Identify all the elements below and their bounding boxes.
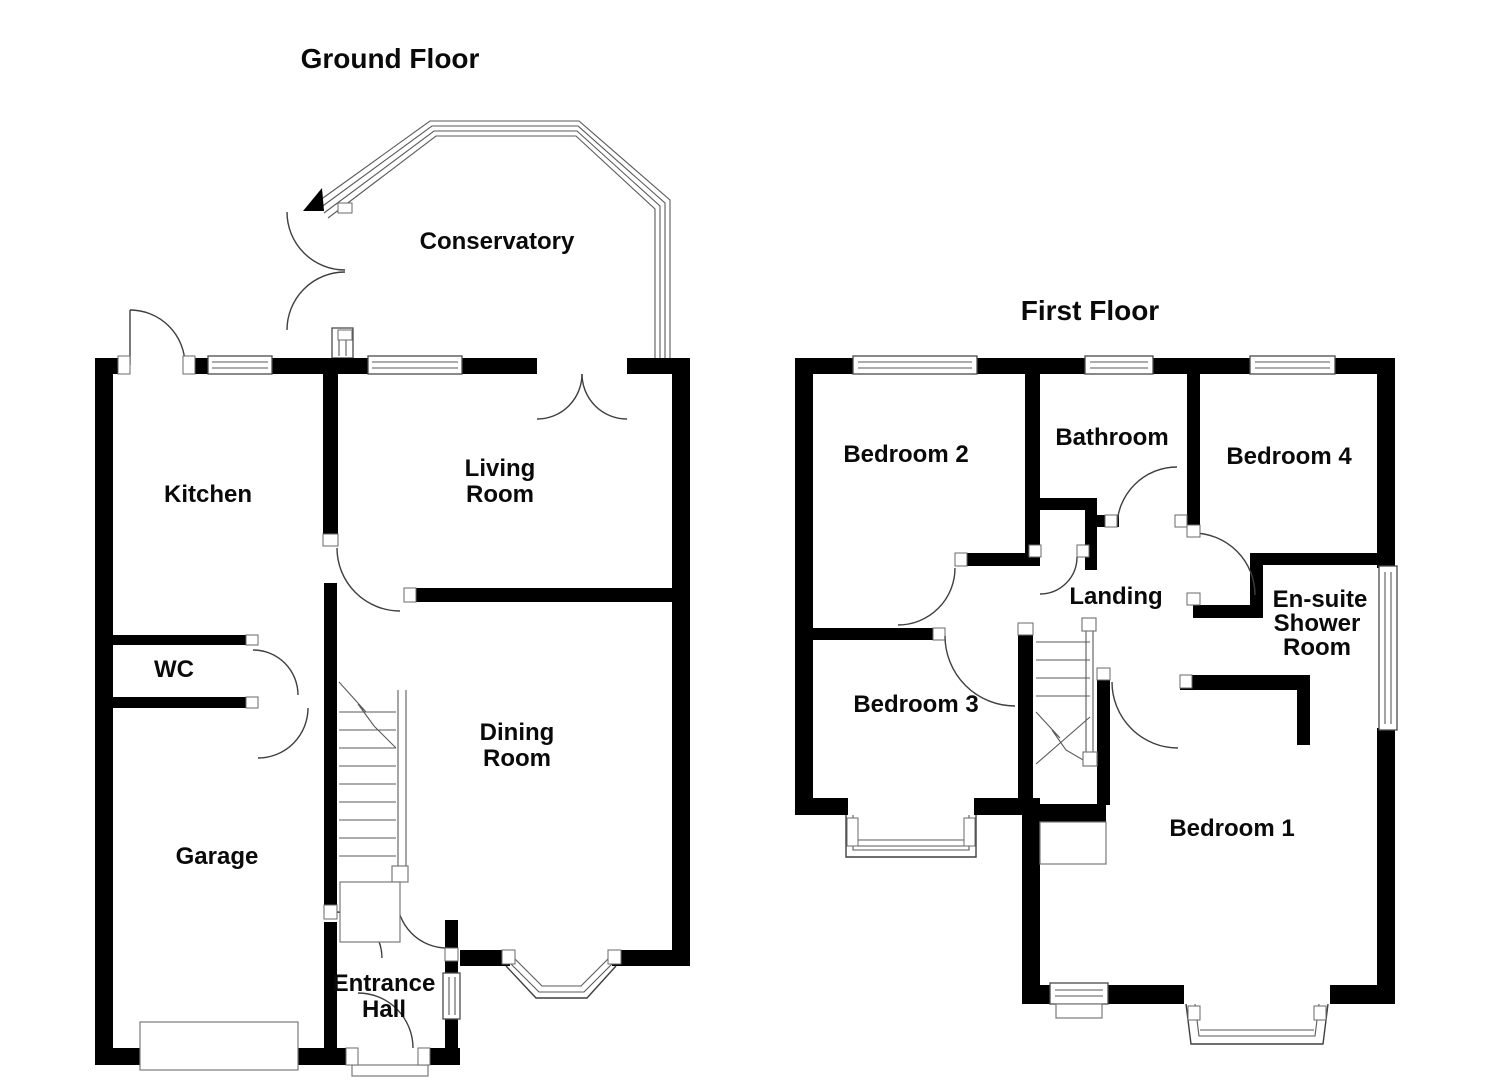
room-label-entrance-hall-1: Entrance (333, 970, 436, 997)
bathroom-door-icon (1104, 466, 1188, 528)
room-label-living-room-2: Room (466, 481, 534, 508)
living-room-window (367, 355, 463, 375)
front-door-step (351, 1064, 429, 1077)
room-label-garage: Garage (176, 843, 259, 870)
room-label-ensuite-1: En-suite (1273, 586, 1368, 613)
conservatory-glazing (286, 120, 671, 359)
room-label-dining-room-2: Room (483, 745, 551, 772)
room-label-landing: Landing (1069, 583, 1162, 610)
room-label-dining-room-1: Dining (480, 719, 555, 746)
garage-door (139, 1021, 299, 1071)
room-label-bedroom2: Bedroom 2 (843, 441, 968, 468)
french-doors-icon (536, 373, 628, 420)
garage-inner-door-icon (257, 707, 309, 759)
room-label-bathroom: Bathroom (1055, 424, 1168, 451)
conservatory-door-icon (286, 202, 353, 341)
bedroom2-door-icon (897, 552, 968, 641)
room-label-conservatory: Conservatory (420, 228, 575, 255)
front-door-icon (345, 992, 431, 1066)
bedroom1-small-window (1049, 982, 1109, 1019)
room-label-bedroom4: Bedroom 4 (1226, 443, 1352, 470)
staircase-first (1035, 617, 1107, 865)
kitchen-hall-door-icon (322, 533, 417, 612)
ensuite-window (1378, 565, 1398, 731)
bedroom3-door-icon (944, 622, 1034, 707)
staircase-ground (338, 681, 409, 943)
back-door-icon (117, 309, 196, 375)
room-label-ensuite-3: Room (1283, 634, 1351, 661)
room-label-wc: WC (154, 656, 194, 683)
wc-door-icon (245, 634, 299, 709)
bedroom3-bay-window (845, 815, 977, 858)
ground-floor-plan: Ground Floor Conservatory Kitchen Living… (95, 43, 690, 1077)
bathroom-window (1084, 355, 1154, 375)
room-label-entrance-hall-2: Hall (362, 996, 406, 1023)
room-label-ensuite-2: Shower (1274, 610, 1361, 637)
room-label-kitchen: Kitchen (164, 481, 252, 508)
entrance-hall-window (442, 972, 461, 1020)
ground-floor-title: Ground Floor (301, 43, 480, 74)
kitchen-window (207, 355, 273, 375)
bedroom4-window (1249, 355, 1336, 375)
dining-bay-window (501, 949, 622, 999)
room-label-bedroom1: Bedroom 1 (1169, 815, 1294, 842)
room-label-bedroom3: Bedroom 3 (853, 691, 978, 718)
bedroom4-door-icon (1186, 524, 1256, 606)
airing-cupboard-door-icon (1028, 544, 1090, 595)
first-floor-plan: First Floor Bedroom 2 Bathroom Bedroom 4… (795, 295, 1398, 1045)
bedroom1-bay-window (1185, 1003, 1329, 1045)
first-floor-title: First Floor (1021, 295, 1160, 326)
room-label-living-room-1: Living (465, 455, 536, 482)
bedroom1-door-icon (1096, 667, 1193, 749)
bedroom2-window (852, 355, 978, 375)
